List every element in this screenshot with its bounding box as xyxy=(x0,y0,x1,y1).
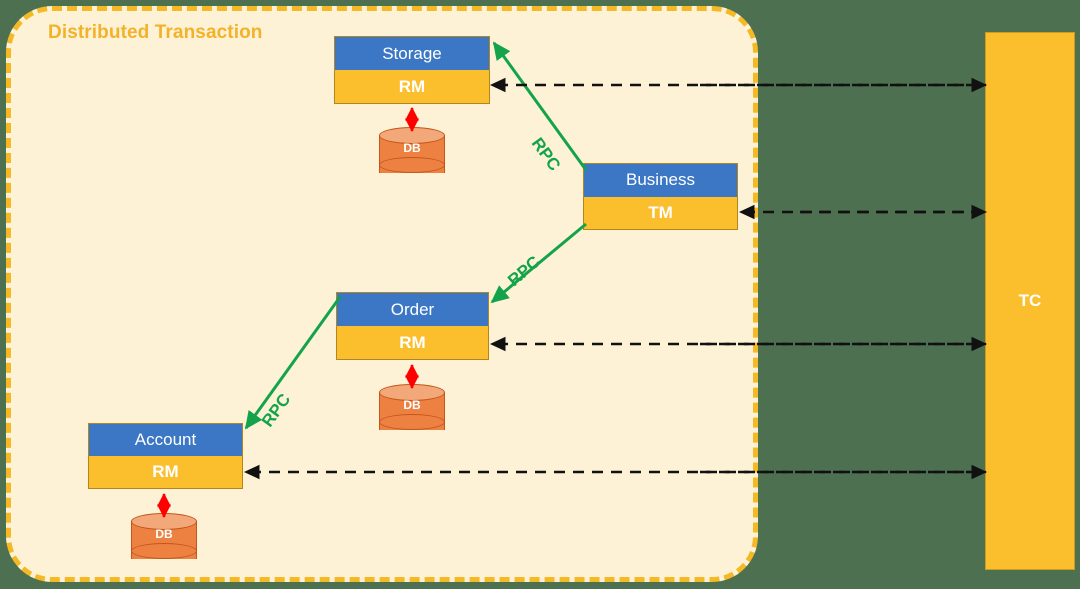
db-label: DB xyxy=(403,141,421,155)
node-order-role: RM xyxy=(337,326,488,359)
db-cylinder-bottom xyxy=(379,157,445,173)
db-label: DB xyxy=(403,398,421,412)
node-business-title: Business xyxy=(584,164,737,197)
db-label: DB xyxy=(155,527,173,541)
database-storage: DB xyxy=(379,127,445,179)
node-storage-title: Storage xyxy=(335,37,489,70)
database-order: DB xyxy=(379,384,445,436)
node-business-role: TM xyxy=(584,196,737,229)
transaction-coordinator[interactable]: TC xyxy=(985,32,1075,570)
database-account: DB xyxy=(131,513,197,565)
tc-label: TC xyxy=(1018,291,1042,310)
node-account-title: Account xyxy=(89,424,242,456)
db-cylinder-bottom xyxy=(131,543,197,559)
node-order-title: Order xyxy=(337,293,488,326)
node-storage[interactable]: Storage RM xyxy=(334,36,490,104)
db-cylinder-bottom xyxy=(379,414,445,430)
node-account[interactable]: Account RM xyxy=(88,423,243,489)
node-business[interactable]: Business TM xyxy=(583,163,738,230)
page-title: Distributed Transaction xyxy=(48,22,263,43)
node-account-role: RM xyxy=(89,456,242,488)
node-storage-role: RM xyxy=(335,70,489,103)
node-order[interactable]: Order RM xyxy=(336,292,489,360)
